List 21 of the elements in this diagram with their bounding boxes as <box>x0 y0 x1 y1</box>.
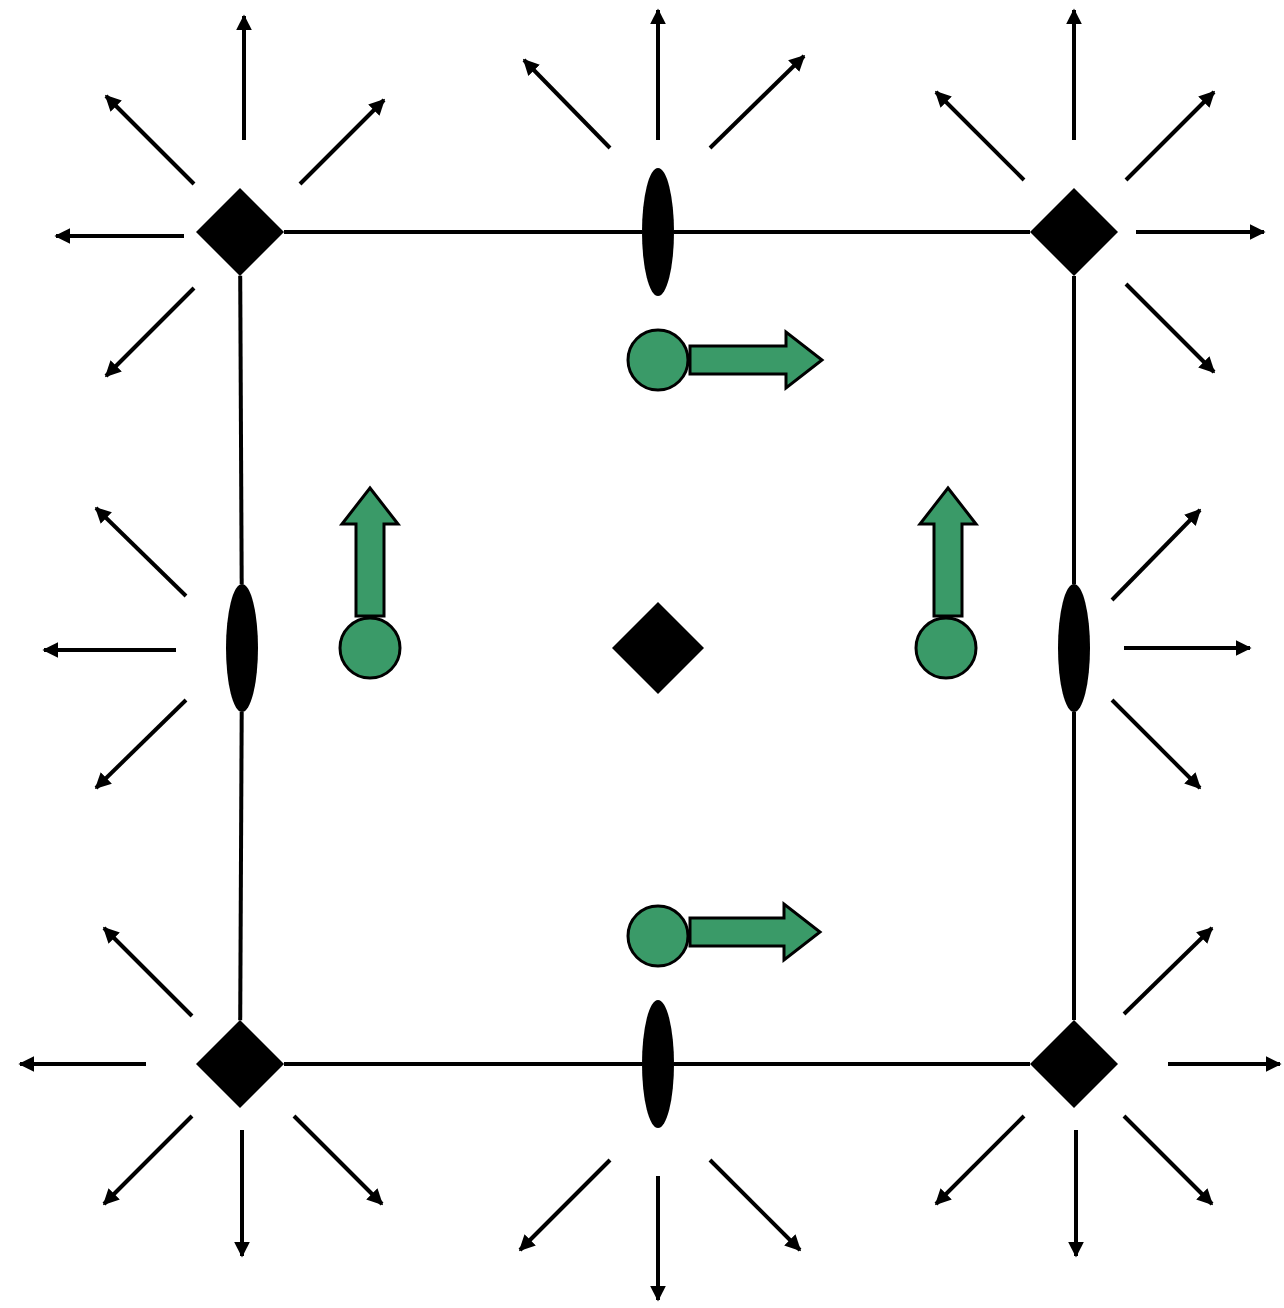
diamond-symbol <box>196 1020 284 1108</box>
connector-line <box>1072 276 1076 584</box>
connector-line <box>284 1062 642 1066</box>
connector-line <box>238 275 244 584</box>
connector-line <box>238 712 244 1021</box>
circle-symbol <box>626 328 690 392</box>
circle-symbol <box>626 904 690 968</box>
ellipse-symbol <box>642 168 674 296</box>
circle-symbol <box>914 616 978 680</box>
ellipse-symbol <box>642 1000 674 1128</box>
diamond-symbol <box>612 602 704 694</box>
connector-line <box>1072 712 1076 1020</box>
connector-line <box>674 230 1030 234</box>
connector-line <box>284 230 642 234</box>
diamond-symbol <box>1030 1020 1118 1108</box>
ellipse-symbol <box>226 584 258 712</box>
ellipse-symbol <box>1058 584 1090 712</box>
diamond-symbol <box>1030 188 1118 276</box>
circle-symbol <box>338 616 402 680</box>
connector-line <box>674 1062 1030 1066</box>
diamond-symbol <box>196 188 284 276</box>
